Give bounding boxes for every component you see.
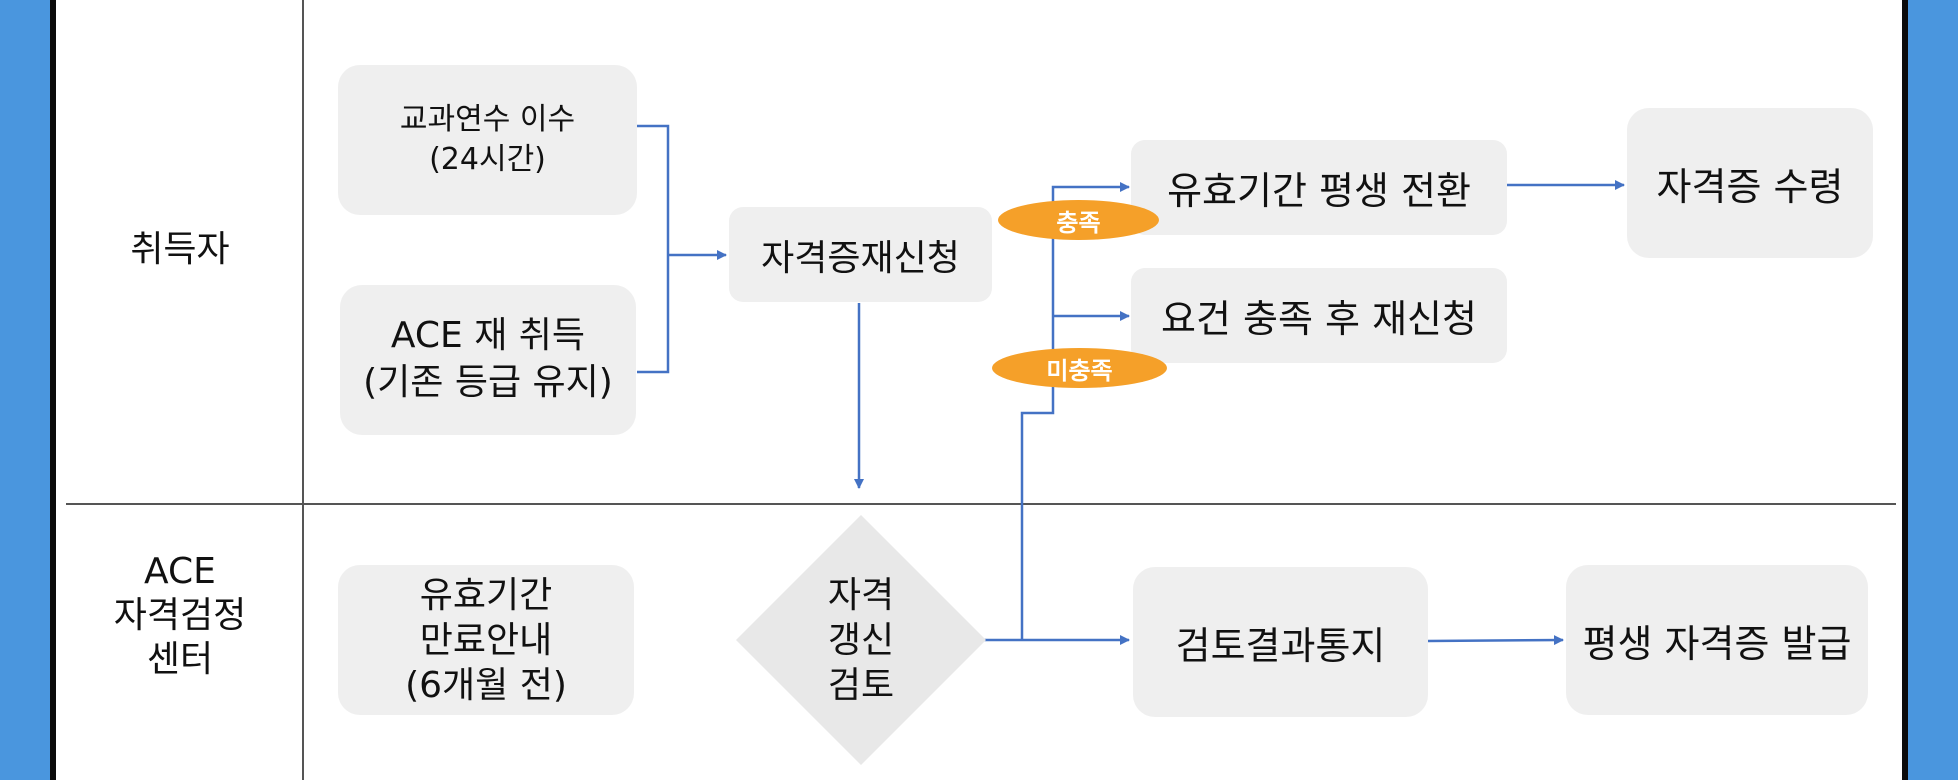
left-side-bar — [0, 0, 50, 780]
satisfied-badge: 충족 — [998, 200, 1159, 240]
unsatisfied-badge: 미충족 — [992, 348, 1167, 388]
connector-training-bracket — [637, 124, 670, 374]
reacquire-box: ACE 재 취득 (기존 등급 유지) — [340, 285, 636, 435]
expiry-notice-box: 유효기간 만료안내 (6개월 전) — [338, 565, 634, 715]
connector-result-to-issue — [1427, 635, 1564, 646]
reapply-label: 자격증재신청 — [761, 237, 960, 279]
connector-review-to-branch — [1020, 182, 1130, 640]
reapply-box: 자격증재신청 — [729, 207, 992, 302]
right-side-edge — [1902, 0, 1908, 780]
lifetime-issue-label: 평생 자격증 발급 — [1582, 621, 1852, 666]
review-result-label: 검토결과통지 — [1175, 623, 1386, 668]
lifetime-convert-box: 유효기간 평생 전환 — [1131, 140, 1507, 235]
lane-label-acquirer: 취득자 — [130, 229, 230, 270]
reacquire-label: ACE 재 취득 (기존 등급 유지) — [363, 315, 613, 403]
receive-cert-box: 자격증 수령 — [1627, 108, 1873, 258]
reapply-after-label: 요건 충족 후 재신청 — [1161, 297, 1477, 341]
unsatisfied-badge-label: 미충족 — [1046, 356, 1113, 385]
decision-diamond — [736, 515, 986, 765]
decision-label: 자격 갱신 검토 — [827, 574, 895, 706]
reapply-after-box: 요건 충족 후 재신청 — [1131, 268, 1507, 363]
right-side-bar — [1908, 0, 1958, 780]
training-label: 교과연수 이수 (24시간) — [399, 101, 576, 178]
lifetime-convert-label: 유효기간 평생 전환 — [1167, 169, 1471, 213]
lane-label-center: ACE 자격검정 센터 — [113, 551, 247, 680]
left-side-edge — [50, 0, 56, 780]
training-box: 교과연수 이수 (24시간) — [338, 65, 637, 215]
lane-divider-horizontal — [66, 503, 1896, 505]
review-result-box: 검토결과통지 — [1133, 567, 1428, 717]
lifetime-issue-box: 평생 자격증 발급 — [1566, 565, 1868, 715]
receive-cert-label: 자격증 수령 — [1656, 164, 1844, 209]
satisfied-badge-label: 충족 — [1056, 208, 1101, 237]
lane-divider-vertical — [302, 0, 304, 780]
expiry-notice-label: 유효기간 만료안내 (6개월 전) — [405, 574, 567, 706]
